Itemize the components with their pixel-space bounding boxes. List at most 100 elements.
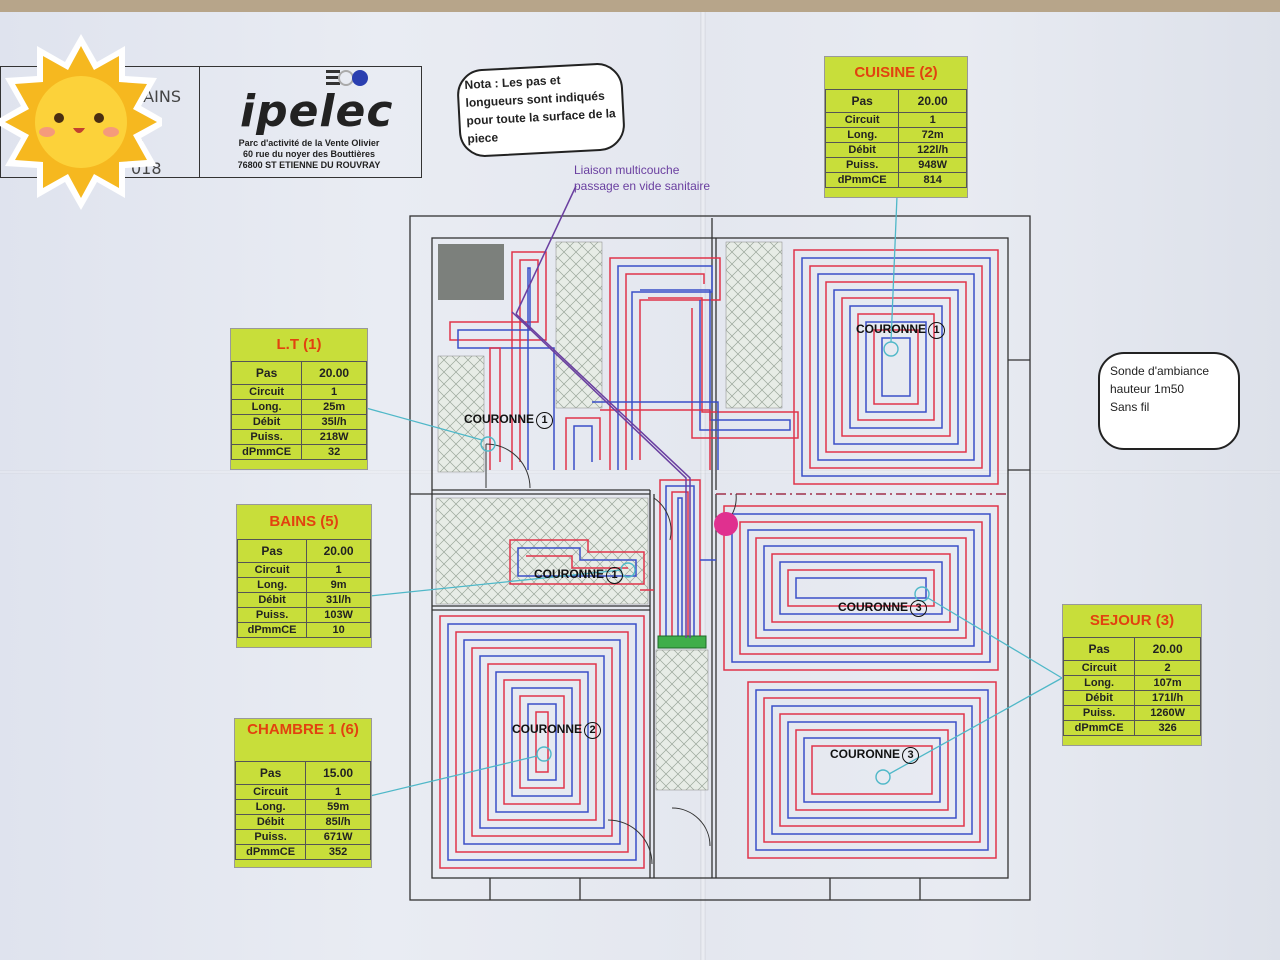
label-pas: Pas [230, 361, 303, 385]
label-pas: Pas [234, 761, 307, 785]
value-dpmmce: 32 [301, 444, 367, 460]
value-circuit: 1 [306, 562, 371, 578]
value-pas: 20.00 [301, 361, 367, 385]
value-long: 9m [306, 577, 371, 593]
walls [409, 215, 1031, 901]
value-debit: 31l/h [306, 592, 371, 608]
technical-block [438, 244, 504, 300]
value-circuit: 2 [1134, 660, 1201, 676]
room-title: L.T (1) [276, 336, 322, 353]
label-dpmmce: dPmmCE [1062, 720, 1136, 736]
heating-collector [657, 635, 707, 649]
liaison-line [511, 185, 691, 638]
lt-loops [449, 251, 601, 470]
label-dpmmce: dPmmCE [230, 444, 303, 460]
label-long: Long. [234, 799, 307, 815]
value-long: 59m [305, 799, 371, 815]
couronne-number: 3 [910, 600, 928, 617]
couronne-text: COURONNE [534, 567, 605, 581]
value-circuit: 1 [301, 384, 367, 400]
label-pas: Pas [1062, 637, 1136, 661]
room-title: SEJOUR (3) [1089, 612, 1175, 629]
label-circuit: Circuit [824, 112, 900, 128]
company-logo-text: ipelec [240, 86, 394, 137]
label-circuit: Circuit [234, 784, 307, 800]
sun-sticker-icon [0, 34, 162, 210]
ipelec-logo-icon [326, 70, 368, 86]
cuisine-middle-loops [592, 257, 799, 470]
collector-risers [640, 479, 716, 640]
value-dpmmce: 10 [306, 622, 371, 638]
value-long: 107m [1134, 675, 1201, 691]
value-pas: 20.00 [1134, 637, 1201, 661]
value-long: 72m [898, 127, 967, 143]
bains-loops [509, 539, 645, 585]
label-debit: Débit [824, 142, 900, 158]
tiled-zones [435, 241, 783, 791]
label-circuit: Circuit [236, 562, 308, 578]
value-pas: 20.00 [306, 539, 371, 563]
room-title: BAINS (5) [269, 513, 339, 530]
couronne-number: 2 [584, 722, 602, 739]
paper-sheet [0, 12, 1280, 960]
value-puiss: 103W [306, 607, 371, 623]
label-long: Long. [824, 127, 900, 143]
value-dpmmce: 326 [1134, 720, 1201, 736]
value-puiss: 1260W [1134, 705, 1201, 721]
sonde-cloud: Sonde d'ambiance hauteur 1m50 Sans fil [1098, 352, 1240, 450]
label-debit: Débit [1062, 690, 1136, 706]
label-pas: Pas [236, 539, 308, 563]
label-debit: Débit [234, 814, 307, 830]
cuisine-loops [793, 249, 999, 485]
sonde-line-3: Sans fil [1110, 400, 1150, 414]
label-puiss: Puiss. [236, 607, 308, 623]
value-debit: 35l/h [301, 414, 367, 430]
heating-loops [439, 249, 999, 869]
label-dpmmce: dPmmCE [236, 622, 308, 638]
couronne-text: COURONNE [838, 600, 909, 614]
liaison-note: Liaison multicouche passage en vide sani… [574, 162, 710, 194]
label-debit: Débit [230, 414, 303, 430]
paper-fold-horizontal [0, 470, 1280, 474]
room-sensor-dot [714, 512, 738, 536]
liaison-line-2: passage en vide sanitaire [574, 179, 711, 193]
label-long: Long. [1062, 675, 1136, 691]
label-circuit: Circuit [230, 384, 303, 400]
value-debit: 122l/h [898, 142, 967, 158]
value-long: 25m [301, 399, 367, 415]
label-puiss: Puiss. [1062, 705, 1136, 721]
paper-fold [700, 12, 706, 960]
couronne-text: COURONNE [464, 412, 535, 426]
couronne-text: COURONNE [856, 322, 927, 336]
room-title: CHAMBRE 1 (6) [247, 721, 359, 738]
address-line-2: 60 rue du noyer des Bouttières [242, 149, 376, 159]
room-title: CUISINE (2) [854, 64, 938, 81]
sejour-upper-loops [723, 505, 999, 671]
value-circuit: 1 [305, 784, 371, 800]
label-circuit: Circuit [1062, 660, 1136, 676]
value-circuit: 1 [898, 112, 967, 128]
label-puiss: Puiss. [230, 429, 303, 445]
couronne-number: 1 [928, 322, 946, 339]
couronne-text: COURONNE [830, 747, 901, 761]
chambre-loops [439, 615, 645, 869]
address-line-3: 76800 ST ETIENNE DU ROUVRAY [237, 160, 381, 170]
label-long: Long. [230, 399, 303, 415]
label-dpmmce: dPmmCE [234, 844, 307, 860]
value-dpmmce: 352 [305, 844, 371, 860]
liaison-line-1: Liaison multicouche [574, 163, 680, 177]
